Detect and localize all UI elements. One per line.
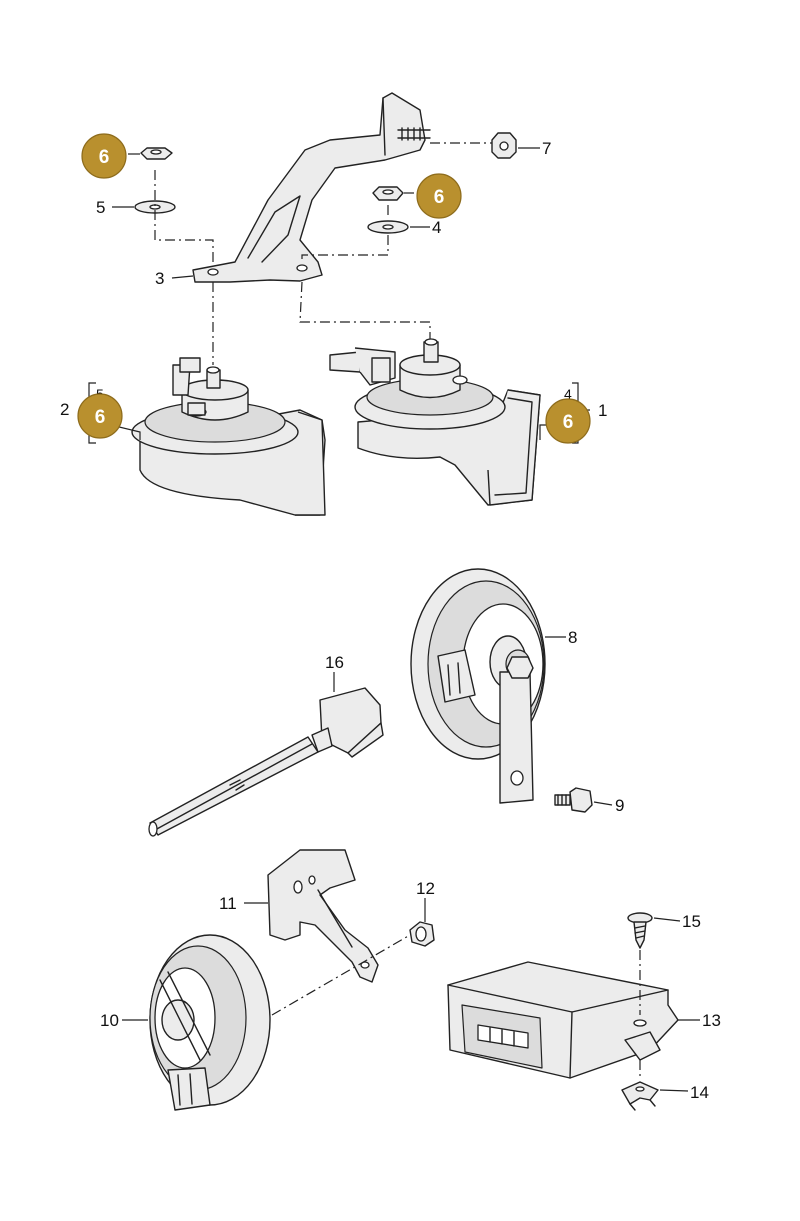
callout-8: 8 <box>568 628 577 647</box>
svg-text:6: 6 <box>434 187 445 208</box>
callout-12: 12 <box>416 879 435 898</box>
clip-nut-14 <box>621 1081 659 1111</box>
control-unit-13 <box>447 961 679 1079</box>
wiring-connector-16 <box>148 687 384 837</box>
svg-text:6: 6 <box>563 412 574 433</box>
horn-bracket <box>192 92 431 283</box>
callout-2: 2 <box>60 400 69 419</box>
hex-nut-right <box>372 186 404 201</box>
callout-3: 3 <box>155 269 164 288</box>
svg-text:6: 6 <box>95 407 106 428</box>
callout-1: 1 <box>598 401 607 420</box>
callout-11: 11 <box>219 894 237 913</box>
horn-right <box>329 338 541 506</box>
callout-10: 10 <box>100 1011 119 1030</box>
callout-4: 4 <box>432 218 441 237</box>
washer-4 <box>367 220 409 234</box>
horn-bracket-11 <box>267 849 379 983</box>
svg-text:6: 6 <box>99 147 110 168</box>
horn-left <box>131 357 326 516</box>
badge-nut-6-horn-right[interactable]: 6 <box>545 398 591 444</box>
callout-4-group: 4 <box>564 386 572 402</box>
callout-9: 9 <box>615 796 624 815</box>
callout-15: 15 <box>682 912 701 931</box>
badge-nut-6-top-left[interactable]: 6 <box>81 133 127 179</box>
nut-12 <box>409 921 435 947</box>
screw-15 <box>627 912 653 949</box>
callout-16: 16 <box>325 653 344 672</box>
horn-10 <box>149 934 271 1111</box>
badge-nut-6-top-right[interactable]: 6 <box>416 173 462 219</box>
callout-5: 5 <box>96 198 105 217</box>
badge-nut-6-horn-left[interactable]: 6 <box>77 393 123 439</box>
flange-nut-7 <box>491 132 517 159</box>
horn-8 <box>410 568 546 804</box>
callout-14: 14 <box>690 1083 709 1102</box>
callout-13: 13 <box>702 1011 721 1030</box>
hex-nut-left <box>140 147 173 160</box>
callout-7: 7 <box>542 139 551 158</box>
bolt-9 <box>554 787 593 813</box>
